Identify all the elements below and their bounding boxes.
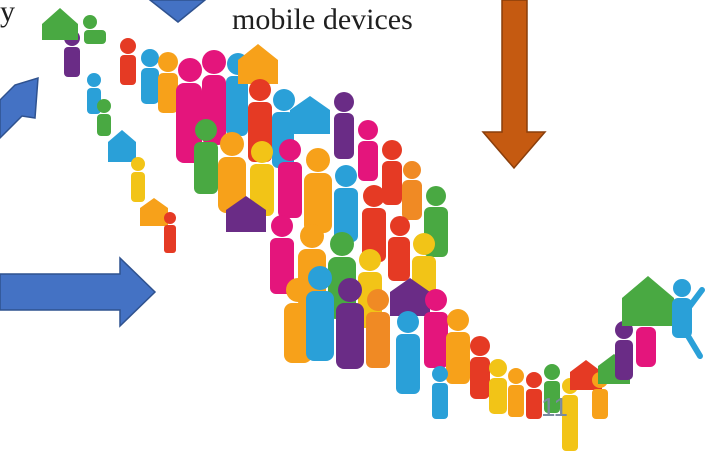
arrow-down-right-top (148, 0, 207, 23)
arrow-right (0, 256, 157, 328)
mainland-figures (120, 38, 705, 451)
mexico-people-map (42, 8, 705, 451)
baja-figures (42, 8, 176, 253)
arrow-down (481, 0, 547, 170)
clipped-caption: y (0, 0, 15, 28)
page-number: 11 (541, 392, 568, 422)
slide-caption: mobile devices (232, 3, 413, 36)
arrow-down-right-left (0, 76, 39, 140)
